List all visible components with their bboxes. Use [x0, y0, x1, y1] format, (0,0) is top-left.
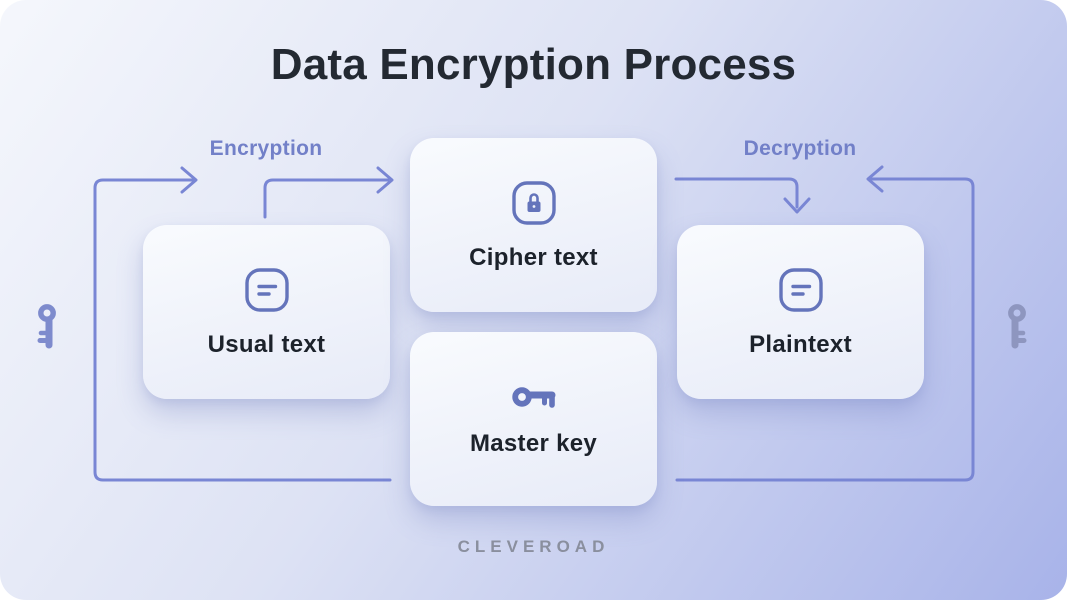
decryption-arrow-connector — [674, 177, 799, 209]
node-label: Usual text — [207, 330, 326, 358]
node-cipher-text: Cipher text — [410, 138, 657, 312]
outer-loop-right-arrowhead-icon — [866, 165, 884, 193]
node-label: Cipher text — [469, 243, 598, 271]
brand-logo: CLEVEROAD — [457, 537, 610, 556]
node-plaintext: Plaintext — [677, 225, 924, 399]
decryption-arrowhead-icon — [783, 197, 811, 214]
text-lines-icon — [778, 267, 823, 312]
decryption-stage-label: Decryption — [743, 137, 857, 160]
node-label: Master key — [469, 429, 598, 457]
encryption-stage-label: Encryption — [209, 137, 323, 160]
key-vertical-right-icon — [1008, 304, 1027, 349]
encryption-arrowhead-icon — [376, 166, 394, 194]
node-usual-text: Usual text — [143, 225, 390, 399]
page-title: Data Encryption Process — [270, 40, 797, 89]
encryption-arrow-connector — [263, 178, 390, 219]
text-lines-icon — [244, 267, 289, 312]
node-label: Plaintext — [749, 330, 852, 358]
key-horizontal-icon — [511, 386, 555, 408]
key-vertical-left-icon — [37, 304, 56, 349]
node-master-key: Master key — [410, 332, 657, 506]
outer-loop-left-arrowhead-icon — [180, 166, 198, 194]
lock-icon — [511, 180, 556, 225]
